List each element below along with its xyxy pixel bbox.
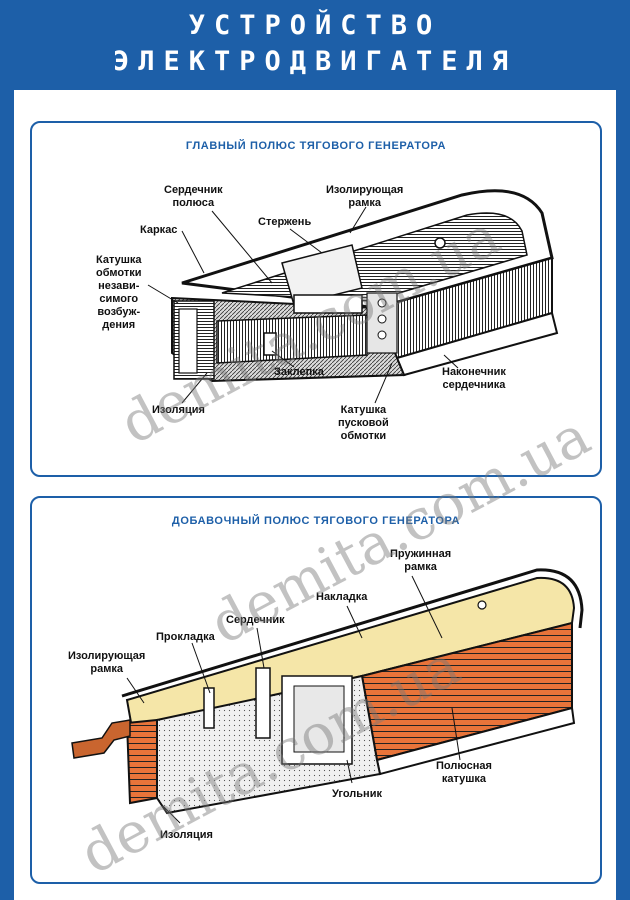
main-pole-panel: ГЛАВНЫЙ ПОЛЮС ТЯГОВОГО ГЕНЕРАТОРА Сердеч… <box>30 121 602 477</box>
header-band: УСТРОЙСТВО ЭЛЕКТРОДВИГАТЕЛЯ <box>0 0 630 90</box>
label-carcass: Каркас <box>140 224 178 236</box>
title-line-1: УСТРОЙСТВО <box>188 10 442 41</box>
left-border <box>0 90 14 900</box>
label-core-tip: Наконечник сердечника <box>442 366 506 391</box>
label-rivet: Заклепка <box>274 366 324 378</box>
label-coil: Катушка обмотки незави- симого возбуж- д… <box>96 254 142 331</box>
label-rod: Стержень <box>258 216 312 228</box>
additional-pole-panel: ДОБАВОЧНЫЙ ПОЛЮС ТЯГОВОГО ГЕНЕРАТОРА Пру… <box>30 496 602 884</box>
label-insulation: Изоляция <box>152 404 205 416</box>
main-pole-heading: ГЛАВНЫЙ ПОЛЮС ТЯГОВОГО ГЕНЕРАТОРА <box>185 140 447 152</box>
label-angle: Угольник <box>332 788 382 800</box>
main-pole-illustration <box>147 189 559 404</box>
label-pole-coil: Полюсная катушка <box>436 760 492 785</box>
label-insulating-frame: Изолирующая рамка <box>326 184 404 209</box>
label-core: Сердечник полюса <box>164 184 223 209</box>
right-border <box>616 90 630 900</box>
additional-pole-heading: ДОБАВОЧНЫЙ ПОЛЮС ТЯГОВОГО ГЕНЕРАТОРА <box>171 515 461 527</box>
label-spring-frame: Пружинная рамка <box>390 548 452 573</box>
additional-pole-illustration <box>71 568 584 824</box>
label-insulation: Изоляция <box>160 829 213 841</box>
label-overlay: Накладка <box>316 591 368 603</box>
label-gasket: Прокладка <box>156 631 215 643</box>
label-starting-coil: Катушка пусковой обмотки <box>338 404 389 442</box>
label-core: Сердечник <box>226 614 285 626</box>
label-insulating-frame: Изолирующая рамка <box>68 650 146 675</box>
title-line-2: ЭЛЕКТРОДВИГАТЕЛЯ <box>112 46 518 77</box>
